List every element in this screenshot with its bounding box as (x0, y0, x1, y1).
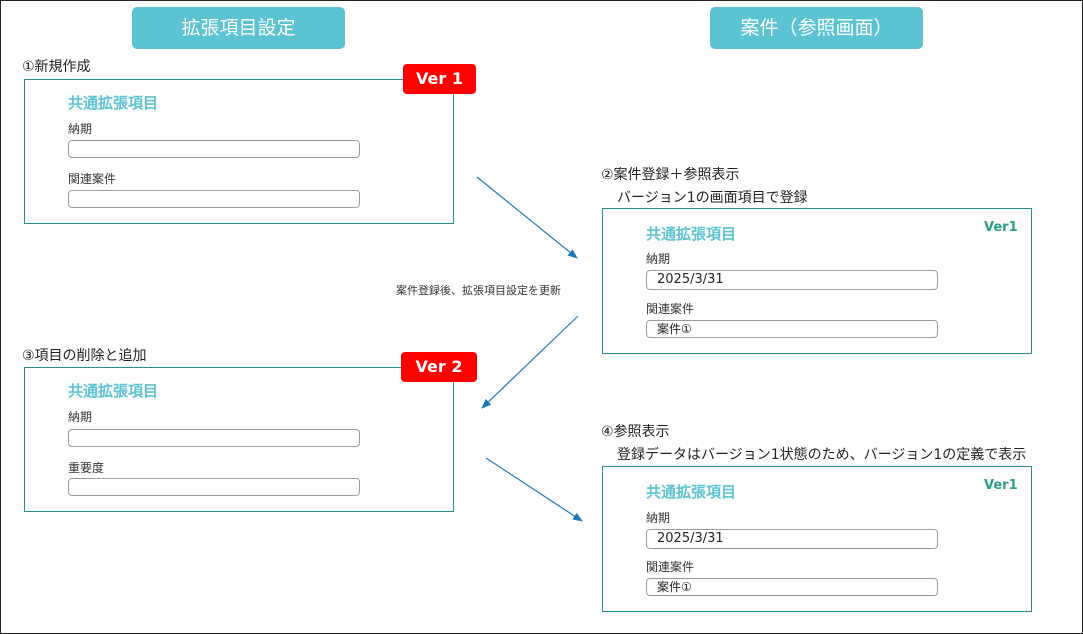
delivery-input[interactable] (68, 140, 360, 158)
field-label-delivery: 納期 (68, 122, 93, 136)
card-title: 共通拡張項目 (646, 483, 737, 501)
step3-label: ③項目の削除と追加 (22, 348, 147, 364)
step4-sublabel: 登録データはバージョン1状態のため、バージョン1の定義で表示 (617, 447, 1027, 463)
ver1-label: Ver1 (984, 220, 1018, 235)
arrow-ver1-to-register (476, 176, 578, 259)
related-case-input[interactable] (68, 190, 360, 208)
delivery-input[interactable] (68, 429, 360, 447)
importance-input[interactable] (68, 478, 360, 496)
card-title: 共通拡張項目 (68, 382, 159, 400)
field-label-related-case: 関連案件 (646, 560, 695, 574)
step2-sublabel: バージョン1の画面項目で登録 (617, 190, 808, 206)
ver1-badge: Ver 1 (403, 64, 476, 94)
delivery-input[interactable]: 2025/3/31 (646, 529, 938, 549)
field-label-delivery: 納期 (68, 410, 93, 424)
step2-label: ②案件登録＋参照表示 (601, 167, 740, 183)
related-case-input[interactable]: 案件① (646, 320, 938, 338)
ver1-label: Ver1 (984, 478, 1018, 493)
card-ref-register: 共通拡張項目 Ver1 納期 2025/3/31 関連案件 案件① (602, 208, 1032, 354)
card-title: 共通拡張項目 (646, 225, 737, 243)
delivery-input[interactable]: 2025/3/31 (646, 270, 938, 290)
ver2-badge: Ver 2 (401, 352, 477, 382)
card-ver1-setting: 共通拡張項目 納期 関連案件 (24, 79, 454, 224)
step4-label: ④参照表示 (601, 424, 670, 440)
field-label-delivery: 納期 (646, 511, 671, 525)
field-label-related-case: 関連案件 (646, 302, 695, 316)
related-case-input[interactable]: 案件① (646, 578, 938, 596)
card-title: 共通拡張項目 (68, 94, 159, 112)
step1-label: ①新規作成 (22, 59, 91, 75)
header-case-reference: 案件（参照画面） (710, 7, 923, 49)
card-ver2-setting: 共通拡張項目 納期 重要度 (24, 367, 454, 512)
arrow-register-to-ver2 (481, 315, 579, 409)
arrow-ver2-to-view (485, 457, 583, 522)
field-label-related-case: 関連案件 (68, 172, 117, 186)
field-label-delivery: 納期 (646, 252, 671, 266)
header-extension-settings: 拡張項目設定 (132, 7, 345, 49)
card-ref-view: 共通拡張項目 Ver1 納期 2025/3/31 関連案件 案件① (602, 466, 1032, 612)
field-label-importance: 重要度 (68, 461, 105, 475)
update-note: 案件登録後、拡張項目設定を更新 (396, 284, 561, 297)
